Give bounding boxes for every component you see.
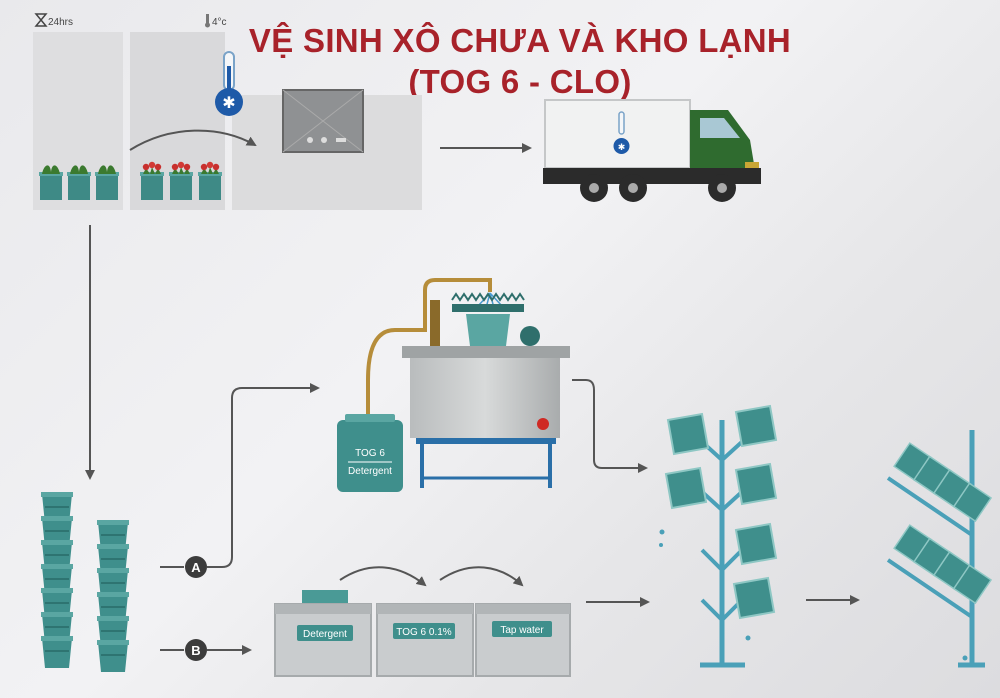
- time-label: 24hrs: [48, 17, 73, 28]
- bath-label: Tap water: [500, 625, 544, 636]
- bath-label: Detergent: [303, 629, 347, 640]
- tank-label-bottom: Detergent: [348, 466, 392, 477]
- thermometer-small-icon: [205, 14, 210, 28]
- arrow-to-washer: [207, 383, 320, 568]
- refrigerated-truck: ✱: [543, 99, 761, 202]
- temp-label: 4°c: [212, 17, 227, 28]
- tank-label-top: TOG 6: [355, 448, 385, 459]
- rose-pot: [140, 161, 164, 200]
- bath-2: TOG 6 0.1%: [376, 603, 474, 677]
- title-line-2: (TOG 6 - CLO): [408, 63, 632, 100]
- arrow-to-drying-tree: [572, 379, 648, 473]
- step-b-label: B: [191, 643, 200, 658]
- cold-room: 24hrs 4°c ✱: [33, 13, 422, 210]
- soaking-baths: Detergent TOG 6 0.1% Tap water: [274, 566, 650, 677]
- step-a: A: [160, 383, 320, 578]
- washing-station: TOG 6 Detergent: [337, 278, 648, 492]
- rose-pot: [198, 161, 222, 200]
- bath-1: Detergent: [274, 603, 372, 677]
- bath-3: Tap water: [475, 603, 571, 677]
- svg-text:✱: ✱: [222, 95, 235, 112]
- drying-tree: [659, 405, 777, 668]
- bucket-stack-left: [41, 492, 73, 668]
- bucket-stack-right: [97, 520, 129, 672]
- step-a-label: A: [191, 560, 201, 575]
- bath-label: TOG 6 0.1%: [396, 627, 452, 638]
- svg-text:✱: ✱: [618, 142, 626, 152]
- truck-thermometer-icon: ✱: [613, 111, 630, 154]
- page-title: VỆ SINH XÔ CHƯA VÀ KHO LẠNH (TOG 6 - CLO…: [215, 20, 825, 102]
- storage-rack: [886, 430, 993, 668]
- cooling-unit: [282, 89, 364, 153]
- hourglass-icon: [34, 13, 48, 27]
- title-line-1: VỆ SINH XÔ CHƯA VÀ KHO LẠNH: [248, 22, 792, 59]
- step-b: B: [160, 639, 252, 661]
- thermometer-icon: ✱: [215, 51, 243, 116]
- arrow-to-cooler: [129, 129, 257, 151]
- rose-pot: [169, 161, 193, 200]
